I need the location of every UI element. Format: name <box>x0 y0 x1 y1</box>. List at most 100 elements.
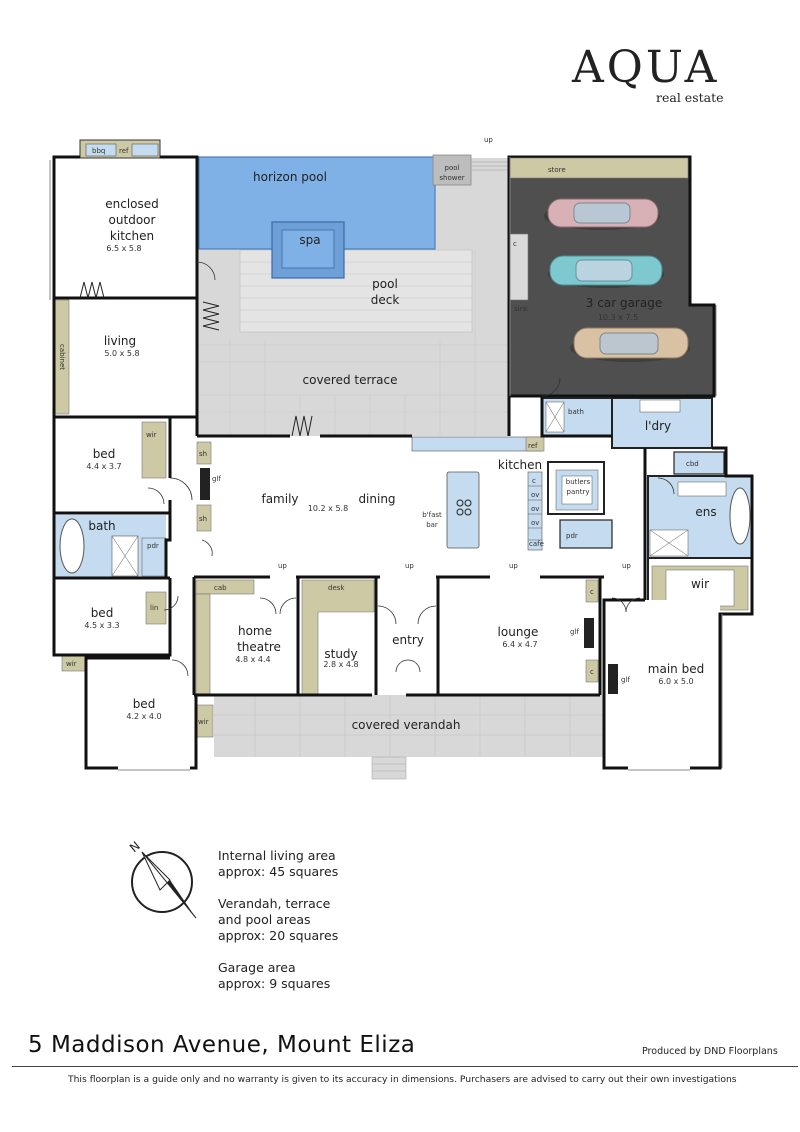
home-theatre-room <box>194 578 298 695</box>
family-dim: 10.2 x 5.8 <box>308 504 348 513</box>
ref-unit <box>131 143 159 157</box>
study-dim: 2.8 x 4.8 <box>323 660 358 669</box>
property-address: 5 Maddison Avenue, Mount Eliza <box>28 1032 416 1058</box>
bed1-label: bed <box>93 447 116 461</box>
bed3-wir-label: wir <box>198 718 209 726</box>
bed2-label: bed <box>91 606 114 620</box>
laundry-label: l'dry <box>645 419 671 433</box>
glass-lines <box>49 157 723 771</box>
ov1-label: ov <box>531 491 539 499</box>
theatre-cab-side <box>195 593 211 695</box>
main-wir-label: wir <box>691 577 709 591</box>
car-teal <box>548 255 664 288</box>
lounge-c1-label: c <box>590 588 594 596</box>
lounge-glf <box>584 618 594 648</box>
verandah-floor <box>214 695 604 757</box>
up-top-label: up <box>484 136 493 144</box>
ensuite-vanity <box>677 481 727 497</box>
lin-label: lin <box>150 604 158 612</box>
family-label: family <box>261 492 298 506</box>
pool-label: horizon pool <box>253 170 327 184</box>
internal-area-line1: Internal living area <box>218 848 336 863</box>
pdr-left <box>141 537 167 577</box>
pdr-kitchen <box>559 519 613 549</box>
butlers-1: butlers <box>566 478 591 486</box>
bed2-dim: 4.5 x 3.3 <box>84 621 119 630</box>
spa-inner <box>281 229 335 269</box>
laundry-bench <box>639 399 681 413</box>
outdoor-kitchen-line2: outdoor <box>109 213 156 227</box>
main-bed-dim: 6.0 x 5.0 <box>658 677 693 686</box>
theatre-cab <box>195 579 255 595</box>
garage-area-line2: approx: 9 squares <box>218 976 331 991</box>
kitchen-joinery <box>527 471 543 551</box>
theatre-line2: theatre <box>237 640 281 654</box>
bfast-2: bar <box>426 521 438 529</box>
pool-deck-1: pool <box>372 277 398 291</box>
spa-label: spa <box>299 233 320 247</box>
garage-c-label: c <box>513 240 517 248</box>
garage-dim: 10.3 x 7.5 <box>598 313 638 322</box>
mainbed-glf <box>608 664 618 694</box>
bath-label: bath <box>88 519 115 533</box>
footer-divider <box>12 1066 798 1067</box>
bfast-1: b'fast <box>422 511 442 519</box>
verandah-tiles <box>214 695 604 757</box>
lounge-c1 <box>585 579 599 603</box>
entry-label: entry <box>392 633 424 647</box>
dining-label: dining <box>358 492 395 506</box>
up1-label: up <box>278 562 287 570</box>
lin-closet <box>145 591 167 625</box>
ref-kitchen-label: ref <box>528 442 538 450</box>
study-label: study <box>324 647 357 661</box>
bbq-unit <box>85 143 117 157</box>
main-bed-glf-label: glf <box>621 676 630 684</box>
bifold-doors <box>79 281 313 437</box>
cafe-label: cafe <box>529 540 544 548</box>
desk-label: desk <box>328 584 345 592</box>
bed1-wir <box>141 421 167 479</box>
walls <box>52 155 754 770</box>
bed3-dim: 4.2 x 4.0 <box>126 712 161 721</box>
logo-subtitle: real estate <box>656 90 724 105</box>
living-label: living <box>104 334 136 348</box>
sink-label: sink <box>514 305 529 313</box>
outdoor-kitchen-dim: 6.5 x 5.8 <box>106 244 141 253</box>
pool-shower-2: shower <box>439 174 464 182</box>
sh-cupboard-2 <box>196 504 212 532</box>
outdoor-kitchen-room <box>54 157 197 298</box>
theatre-line1: home <box>238 624 272 638</box>
theatre-dim: 4.8 x 4.4 <box>235 655 270 664</box>
covered-verandah-label: covered verandah <box>352 718 461 732</box>
sh-cupboard-1 <box>196 441 212 465</box>
garage-store <box>509 157 689 179</box>
glf-left-label: glf <box>212 475 221 483</box>
ref-top-label: ref <box>119 147 129 155</box>
up4-label: up <box>622 562 631 570</box>
store-label: store <box>548 166 566 174</box>
butlers-2: pantry <box>567 488 590 496</box>
car-beige <box>570 327 690 362</box>
bbq-label: bbq <box>92 147 105 155</box>
bathtub <box>59 518 85 574</box>
pdr-kitchen-label: pdr <box>566 532 578 540</box>
garage-area-line1: Garage area <box>218 960 296 975</box>
sh1-label: sh <box>199 450 207 458</box>
cbd-cupboard <box>673 451 725 475</box>
outdoor-area-line3: approx: 20 squares <box>218 928 339 943</box>
lounge-glf-label: glf <box>570 628 579 636</box>
compass-icon <box>131 851 197 919</box>
cabinet-label: cabinet <box>58 344 66 370</box>
outdoor-area-line1: Verandah, terrace <box>218 896 331 911</box>
bed3-room <box>86 658 196 768</box>
main-bed-label: main bed <box>648 662 704 676</box>
internal-area-line2: approx: 45 squares <box>218 864 339 879</box>
outdoor-kitchen-line3: kitchen <box>110 229 154 243</box>
verandah-steps <box>371 756 407 780</box>
bfast-island <box>446 471 480 549</box>
lounge-c2 <box>585 659 599 683</box>
pantry-inner <box>561 475 593 505</box>
lounge-room <box>438 578 598 695</box>
pdr-left-label: pdr <box>147 542 159 550</box>
